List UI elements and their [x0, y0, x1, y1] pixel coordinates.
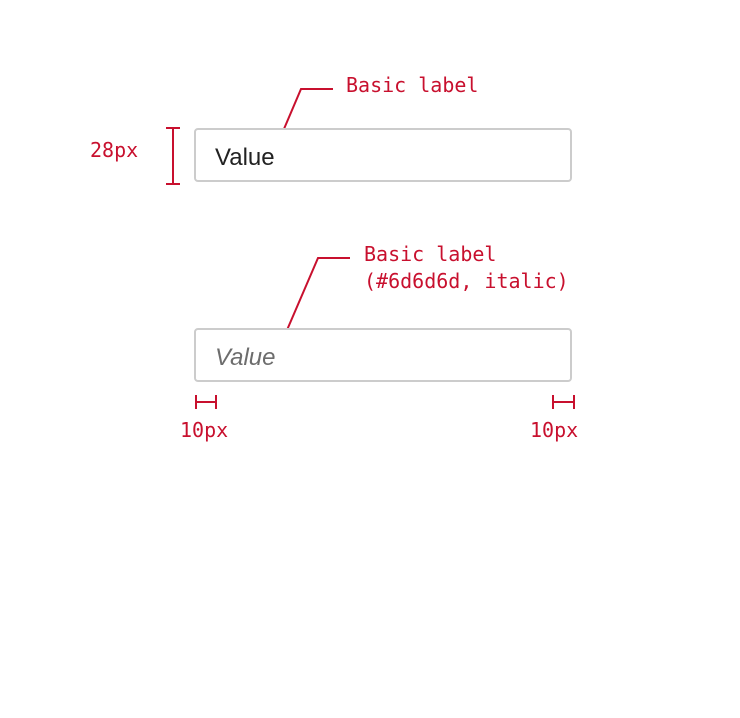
placeholder-label-annotation: Basic label: [364, 242, 497, 266]
padding-right-annotation: 10px: [530, 418, 579, 442]
height-annotation: 28px: [90, 138, 139, 162]
label-leader-line-1: [277, 88, 333, 144]
padding-right-bracket: [552, 395, 575, 409]
padding-left-bracket: [195, 395, 217, 409]
field-placeholder-text: Value: [215, 344, 276, 371]
field-value-text: Value: [215, 144, 275, 171]
text-field-placeholder[interactable]: Value: [194, 328, 572, 382]
basic-label-annotation: Basic label: [346, 73, 479, 97]
text-field-basic[interactable]: Value: [194, 128, 572, 182]
height-bracket: [166, 127, 180, 185]
placeholder-style-annotation: (#6d6d6d, italic): [364, 269, 569, 293]
padding-left-annotation: 10px: [180, 418, 229, 442]
label-leader-line-2: [277, 257, 350, 352]
